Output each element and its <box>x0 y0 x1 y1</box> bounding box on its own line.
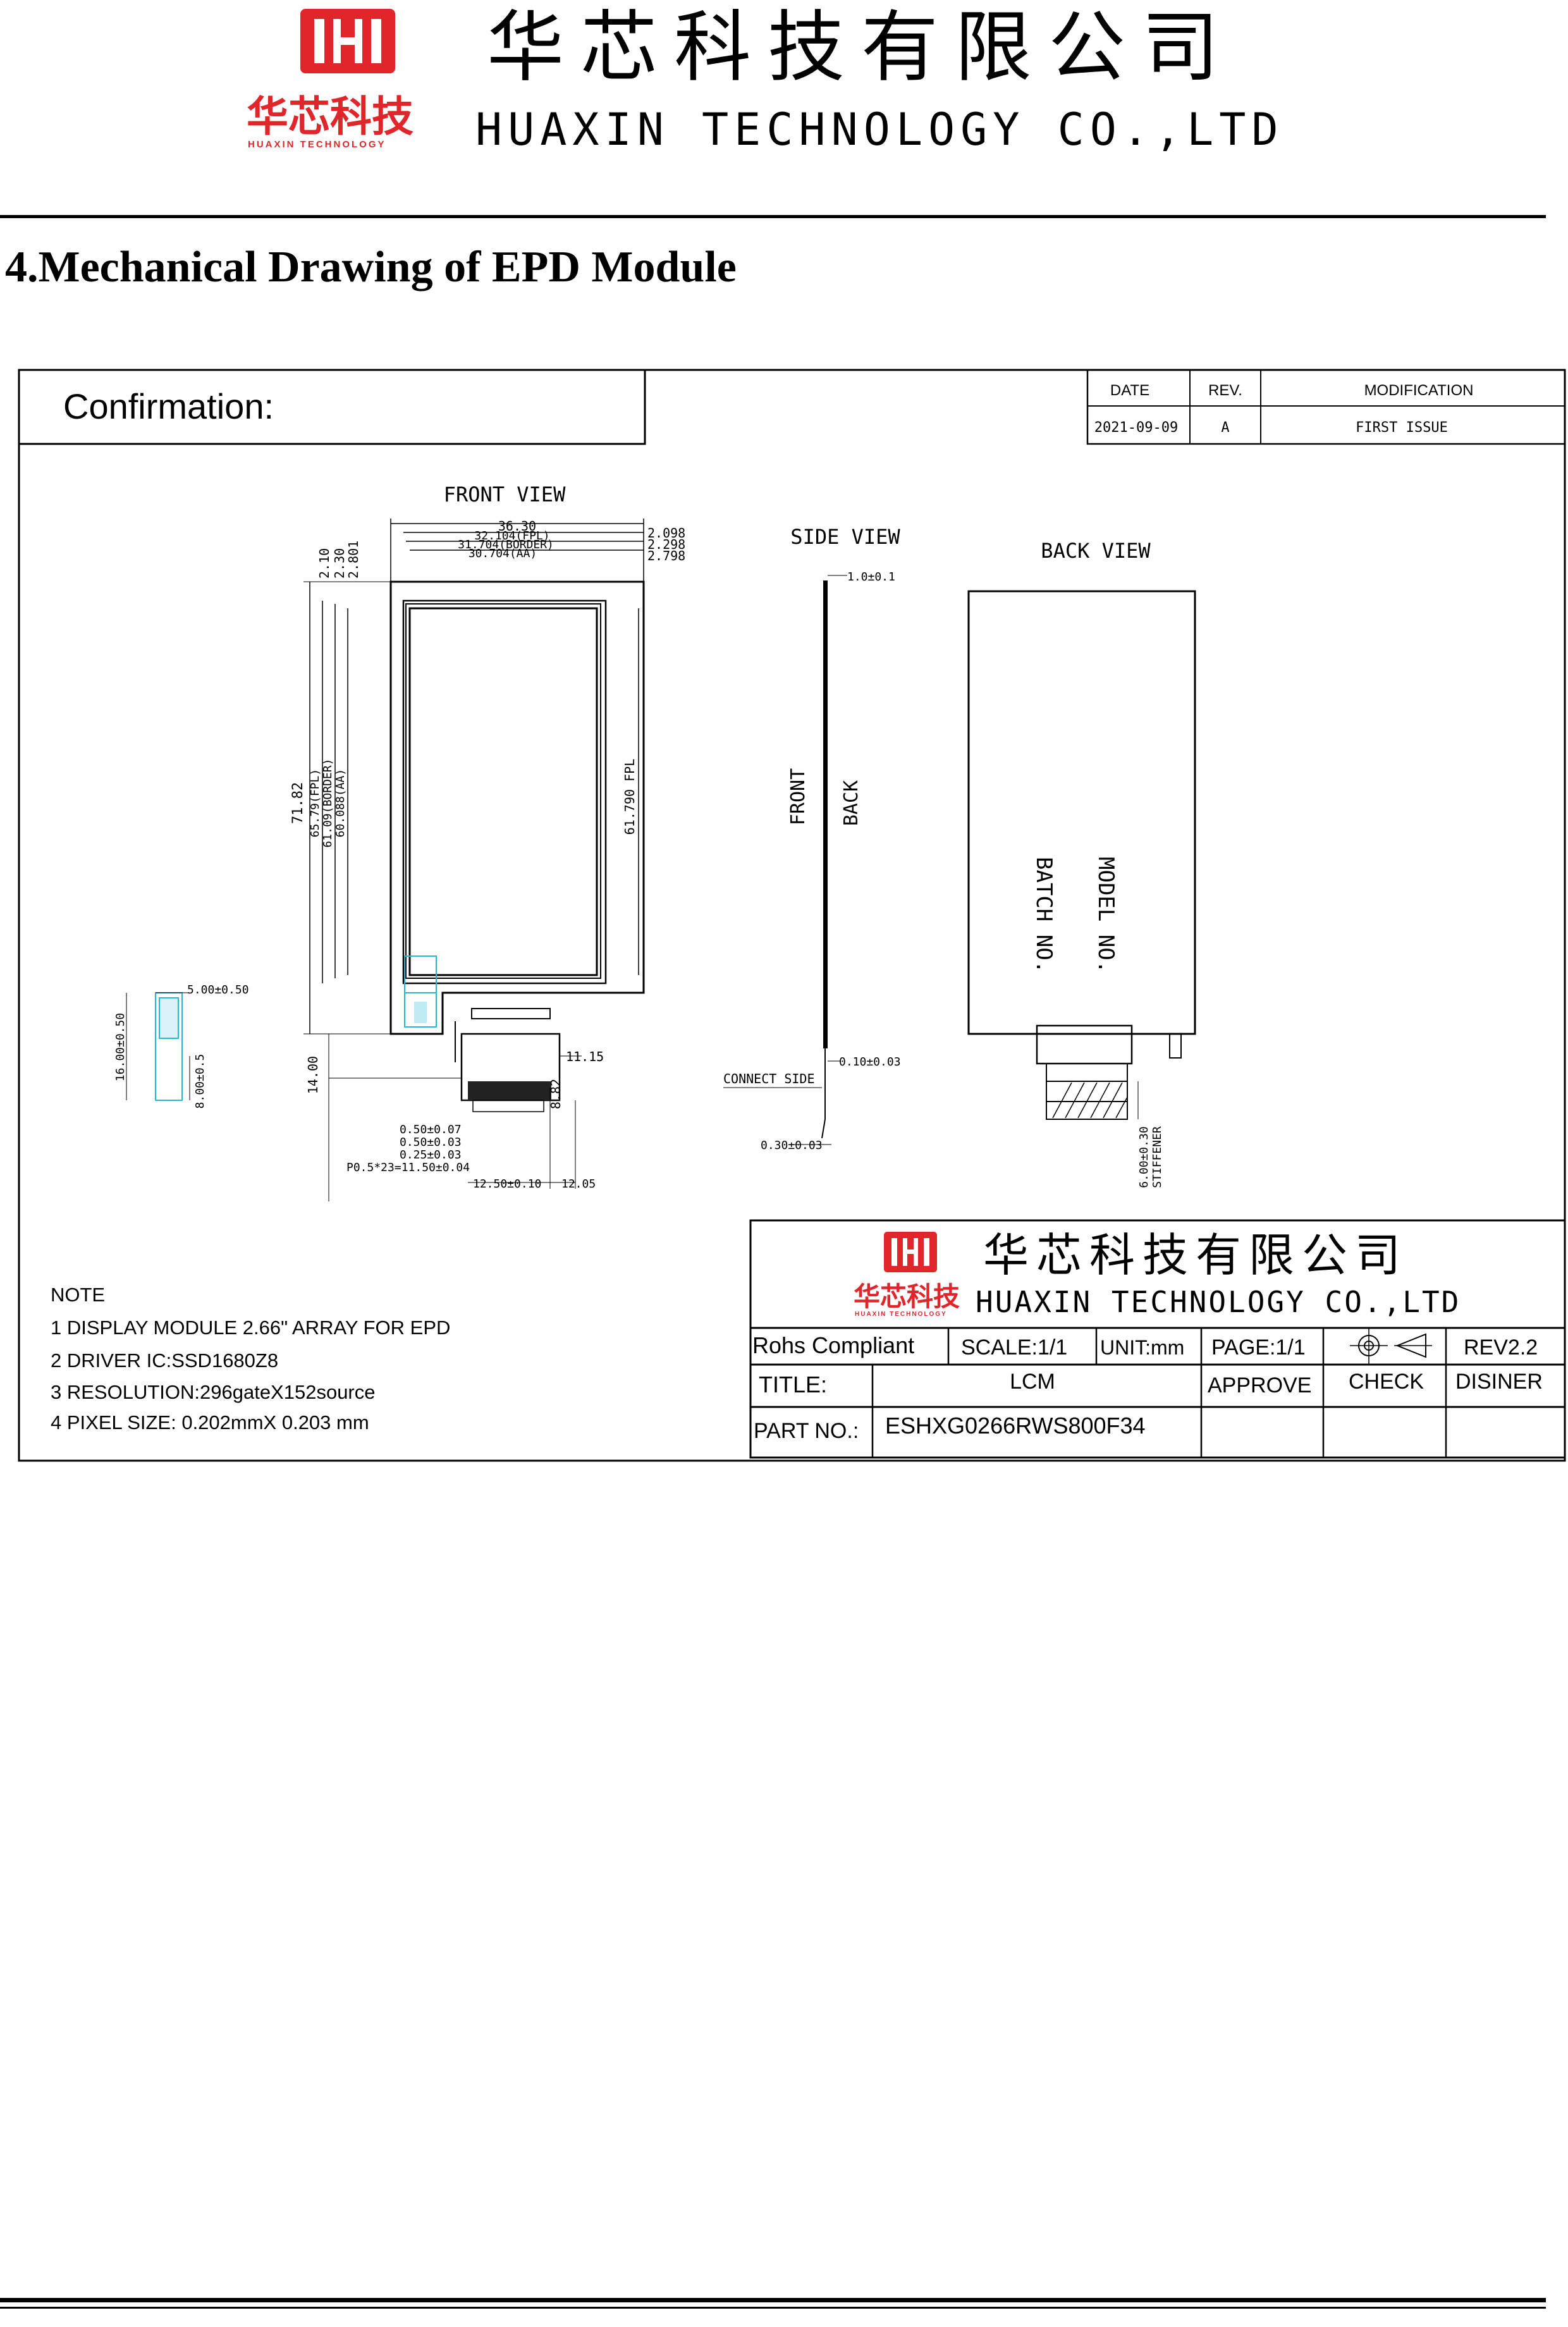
rev-letter: A <box>1221 420 1229 436</box>
logo-text-en: HUAXIN TECHNOLOGY <box>248 139 386 150</box>
title-block-logo-cn: 华芯科技 <box>854 1282 960 1311</box>
dim-total-width: 36.30 <box>498 519 536 534</box>
stiffener-label: STIFFENER <box>1151 1126 1164 1188</box>
front-view-title: FRONT VIEW <box>444 482 566 507</box>
back-view <box>967 590 1196 1120</box>
dim-pin-1: 0.50±0.07 <box>400 1123 462 1136</box>
detail-view <box>155 992 190 1101</box>
note-4: 4 PIXEL SIZE: 0.202mmX 0.203 mm <box>51 1411 369 1434</box>
dim-fpl-right: 61.790 FPL <box>622 759 637 835</box>
dim-left-1: 2.10 <box>317 548 332 579</box>
huaxin-logo-icon <box>300 9 395 73</box>
rev-date: 2021-09-09 <box>1094 420 1178 436</box>
company-name-cn: 华芯科技有限公司 <box>487 3 1235 92</box>
dim-aa-height: 60.088(AA) <box>334 769 347 837</box>
side-view-title: SIDE VIEW <box>790 525 900 549</box>
revision-table: DATE REV. MODIFICATION 2021-09-09 A FIRS… <box>1086 369 1566 445</box>
notes: NOTE 1 DISPLAY MODULE 2.66" ARRAY FOR EP… <box>51 1284 450 1434</box>
side-front-label: FRONT <box>787 768 809 825</box>
confirmation-box <box>18 369 646 445</box>
fpc-connector-top <box>471 1008 551 1019</box>
rev-header-date: DATE <box>1110 382 1149 399</box>
dim-fpc-height: 8.82 <box>548 1079 563 1109</box>
back-view-title: BACK VIEW <box>1041 539 1151 563</box>
dim-fpl-height: 65.79(FPL) <box>309 769 322 837</box>
check-label: CHECK <box>1349 1370 1424 1394</box>
dim-total-height: 71.82 <box>290 782 306 824</box>
scale-label: SCALE:1/1 <box>961 1335 1067 1360</box>
title-block <box>749 1219 1566 1459</box>
dim-pitch: P0.5*23=11.50±0.04 <box>346 1161 470 1174</box>
dim-pin-3: 0.25±0.03 <box>400 1148 462 1162</box>
part-no-value: ESHXG0266RWS800F34 <box>885 1413 1146 1439</box>
company-name-en: HUAXIN TECHNOLOGY CO.,LTD <box>475 104 1284 156</box>
title-block-logo-en: HUAXIN TECHNOLOGY <box>855 1311 947 1318</box>
dim-fpc-length: 14.00 <box>305 1056 321 1094</box>
side-fpc-dim: 0.10±0.03 <box>839 1055 901 1069</box>
stiffener-hatch <box>1052 1082 1128 1119</box>
side-thickness: 1.0±0.1 <box>847 570 895 584</box>
title-block-logo-icon <box>884 1232 937 1272</box>
dim-border-width: 31.704(BORDER) <box>458 538 554 551</box>
approve-label: APPROVE <box>1208 1373 1311 1397</box>
side-panel <box>823 580 828 1048</box>
dim-fpl-width: 32.104(FPL) <box>474 529 549 543</box>
footer-divider-thick <box>0 2298 1546 2302</box>
mechanical-drawing: Confirmation: DATE REV. MODIFICATION 202… <box>18 369 1566 1462</box>
drawing-frame <box>18 369 1566 1462</box>
dim-right-1: 2.098 <box>647 525 685 541</box>
dim-fpc-width: 11.15 <box>566 1049 604 1064</box>
notes-heading: NOTE <box>51 1284 105 1306</box>
batch-no-label: BATCH NO. <box>1031 857 1057 973</box>
page-label: PAGE:1/1 <box>1211 1335 1306 1360</box>
dim-bottom-1: 12.50±0.10 <box>473 1177 541 1191</box>
dim-pin-2: 0.50±0.03 <box>400 1136 462 1149</box>
detail-width: 5.00±0.50 <box>187 983 249 997</box>
detail-inner: 8.00±0.5 <box>193 1054 207 1109</box>
connect-side-label: CONNECT SIDE <box>723 1071 815 1086</box>
rohs-label: Rohs Compliant <box>752 1332 914 1358</box>
detail-height: 16.00±0.50 <box>114 1013 127 1081</box>
fpl-outline <box>402 599 607 985</box>
dim-right-3: 2.798 <box>647 548 685 563</box>
fpc-contacts <box>468 1081 551 1100</box>
side-view <box>790 575 847 1145</box>
front-view-detail-marker <box>404 955 437 1028</box>
rev-modification: FIRST ISSUE <box>1356 420 1448 436</box>
rev-header-modification: MODIFICATION <box>1364 382 1474 399</box>
title-block-company-cn: 华芯科技有限公司 <box>983 1231 1408 1281</box>
title-block-company-en: HUAXIN TECHNOLOGY CO.,LTD <box>976 1285 1461 1319</box>
dim-bottom-2: 12.05 <box>561 1177 596 1191</box>
side-stiffener-dim: 0.30±0.03 <box>761 1139 823 1152</box>
title-label: TITLE: <box>759 1372 827 1397</box>
section-title: 4.Mechanical Drawing of EPD Module <box>5 243 737 292</box>
active-area <box>408 607 598 976</box>
rev-label: REV2.2 <box>1464 1335 1538 1360</box>
border-outline <box>405 603 601 979</box>
model-no-label: MODEL NO. <box>1093 857 1118 973</box>
note-3: 3 RESOLUTION:296gateX152source <box>51 1381 376 1403</box>
note-2: 2 DRIVER IC:SSD1680Z8 <box>51 1349 278 1372</box>
back-panel <box>967 590 1196 1035</box>
header-divider <box>0 215 1546 218</box>
rev-header-rev: REV. <box>1208 382 1242 399</box>
footer-divider-thin <box>0 2307 1546 2309</box>
confirmation-label: Confirmation: <box>63 386 274 426</box>
front-view: FRONT VIEW <box>303 482 645 1201</box>
title-value: LCM <box>1010 1370 1055 1394</box>
dim-right-2: 2.298 <box>647 537 685 552</box>
side-back-label: BACK <box>840 780 862 826</box>
dim-aa-width: 30.704(AA) <box>469 547 537 560</box>
stiffener-dim: 6.00±0.30 <box>1137 1126 1151 1188</box>
designer-label: DISINER <box>1455 1370 1543 1394</box>
note-1: 1 DISPLAY MODULE 2.66" ARRAY FOR EPD <box>51 1317 450 1339</box>
dim-left-3: 2.801 <box>346 541 361 579</box>
dim-border-height: 61.09(BORDER) <box>321 759 334 848</box>
part-no-label: PART NO.: <box>754 1419 859 1443</box>
unit-label: UNIT:mm <box>1100 1336 1184 1359</box>
dim-left-2: 2.30 <box>332 548 347 579</box>
logo-text-cn: 华芯科技 <box>247 92 413 141</box>
